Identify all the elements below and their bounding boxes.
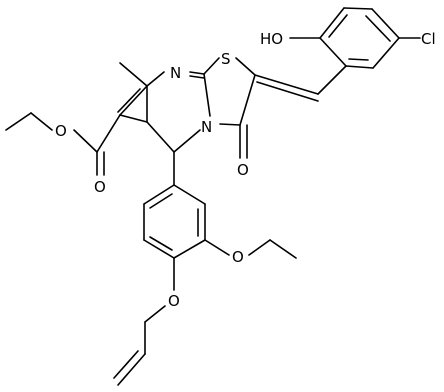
bond — [365, 15, 391, 42]
bond — [117, 353, 146, 386]
bond — [119, 62, 148, 87]
bond — [146, 121, 175, 153]
fused-nitrogen-label: N — [201, 118, 212, 136]
bond — [203, 57, 220, 75]
bond — [319, 7, 345, 39]
ester-carbonyl-oxygen-label: O — [94, 178, 106, 196]
hydroxyl-label: HO — [260, 30, 283, 48]
bond — [143, 239, 175, 259]
bond — [203, 73, 211, 117]
bond — [173, 129, 201, 153]
bond — [204, 239, 230, 256]
ring-nitrogen-label: N — [170, 64, 181, 82]
bond — [371, 8, 400, 39]
bond — [5, 112, 32, 131]
bond — [269, 239, 297, 259]
bond — [73, 129, 98, 153]
bond — [143, 184, 175, 205]
bond — [149, 193, 173, 209]
atom-labels: HO Cl N S N O O O O O — [55, 30, 436, 310]
bond — [119, 85, 148, 116]
bond — [328, 14, 348, 38]
ketone-oxygen-label: O — [237, 161, 249, 179]
bond — [319, 37, 347, 67]
ethoxy-oxygen-label: O — [232, 248, 244, 266]
bond — [173, 184, 206, 205]
bond — [96, 114, 121, 153]
allyloxy-oxygen-label: O — [168, 292, 180, 310]
bond — [117, 88, 141, 113]
bond — [256, 81, 319, 102]
bond — [119, 114, 148, 123]
bond — [372, 37, 400, 69]
bond — [149, 236, 173, 251]
bond — [254, 74, 319, 95]
bond — [348, 58, 369, 61]
bond — [345, 65, 374, 69]
chlorine-label: Cl — [421, 30, 436, 48]
ester-alkoxy-oxygen-label: O — [55, 122, 67, 140]
bond — [219, 123, 241, 126]
bond — [146, 71, 165, 87]
bond — [173, 239, 206, 259]
bond — [189, 75, 205, 79]
bond — [235, 57, 256, 76]
bond — [189, 71, 205, 75]
bond — [113, 350, 139, 379]
bond — [317, 65, 347, 95]
bonds — [5, 7, 421, 386]
bond — [343, 7, 373, 10]
bond — [30, 112, 53, 131]
sulfur-label: S — [221, 50, 231, 68]
bond — [239, 74, 256, 126]
bond — [248, 239, 271, 256]
bond — [144, 305, 166, 323]
